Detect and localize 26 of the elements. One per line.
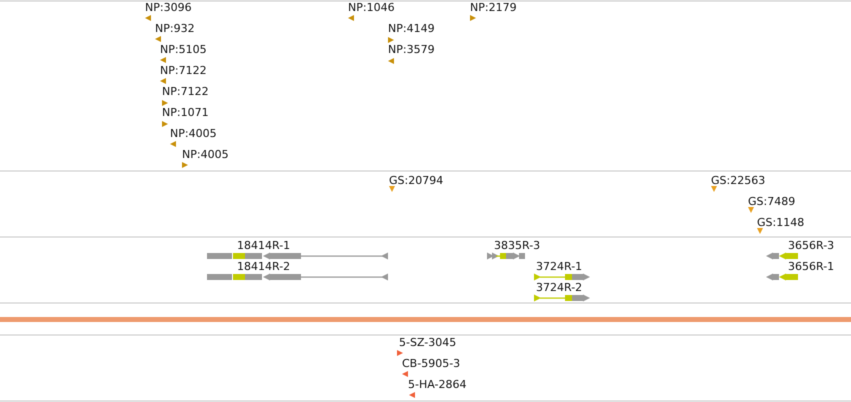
feature-label: GS:22563 (711, 174, 766, 187)
feature-label: 18414R-2 (237, 260, 290, 273)
feature-label: CB-5905-3 (402, 357, 460, 370)
feature-label: NP:4005 (182, 148, 229, 161)
feature-label: 3656R-3 (788, 239, 834, 252)
feature-label: NP:1071 (162, 106, 209, 119)
feature-label: NP:7122 (160, 64, 207, 77)
feature-label: NP:1046 (348, 1, 395, 14)
feature-label: NP:932 (155, 22, 195, 35)
feature-label: GS:7489 (748, 195, 796, 208)
feature-label: NP:4149 (388, 22, 435, 35)
feature-label: 3656R-1 (788, 260, 834, 273)
feature-label: 3724R-1 (536, 260, 582, 273)
feature-label: NP:4005 (170, 127, 217, 140)
feature-label: GS:20794 (389, 174, 444, 187)
feature-label: NP:7122 (162, 85, 209, 98)
feature-label: 18414R-1 (237, 239, 290, 252)
feature-label: 3835R-3 (494, 239, 540, 252)
feature-label: 5-HA-2864 (408, 378, 466, 391)
feature-label: NP:3579 (388, 43, 435, 56)
feature-label: NP:5105 (160, 43, 207, 56)
feature-label: 3724R-2 (536, 281, 582, 294)
feature-label: 5-SZ-3045 (399, 336, 456, 349)
feature-label: NP:2179 (470, 1, 517, 14)
feature-label: GS:1148 (757, 216, 804, 229)
feature-label: NP:3096 (145, 1, 192, 14)
